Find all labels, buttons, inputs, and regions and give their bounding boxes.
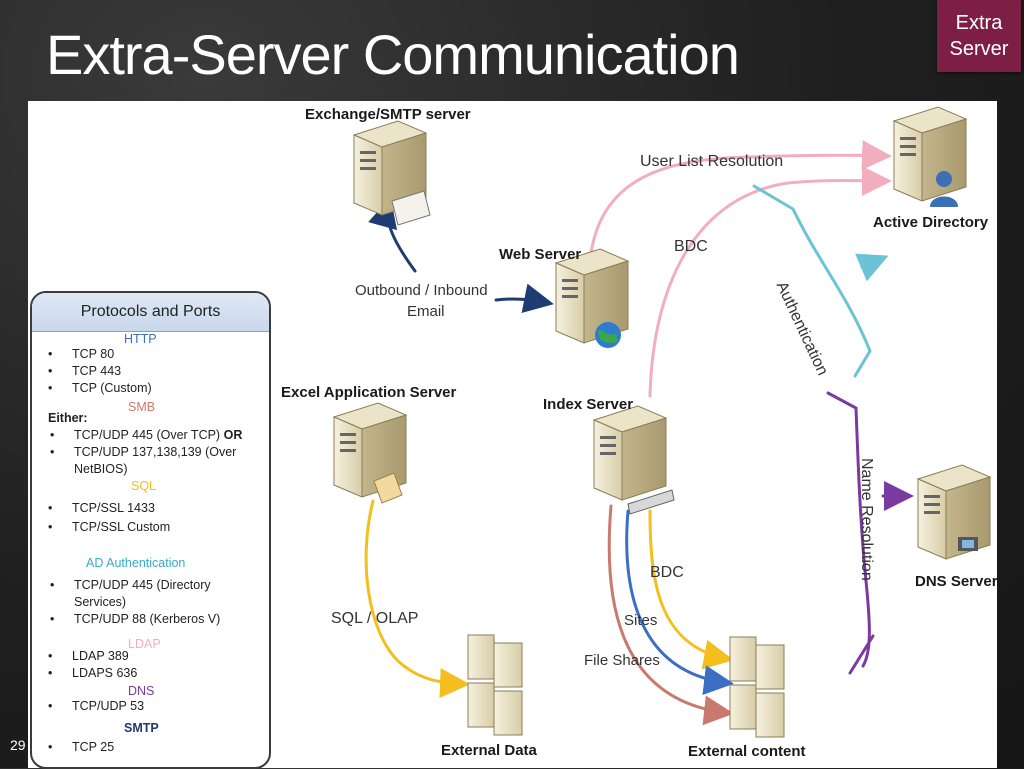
email-label: Email (407, 303, 445, 320)
legend-ad-item-2: TCP/UDP 88 (Kerberos V) (50, 612, 220, 626)
legend-http-label: HTTP (124, 332, 157, 346)
section-tag-line1: Extra (955, 12, 1003, 34)
bdc-bottom-label: BDC (650, 564, 684, 581)
legend-ldap-item-1: LDAP 389 (48, 649, 129, 663)
name-resolution-label: Name Resolution (858, 458, 875, 581)
flow-email-to-web (494, 283, 554, 314)
flow-name-resolution-bottom (848, 634, 875, 675)
legend-smtp-label: SMTP (124, 721, 159, 735)
flow-user-list-resolution (589, 140, 892, 255)
outbound-inbound-label: Outbound / Inbound (355, 282, 488, 299)
legend-smb-item-2-cont: NetBIOS) (74, 462, 128, 476)
flow-authentication-arrow (855, 253, 889, 282)
index-server-icon (592, 405, 675, 515)
legend-smb-label: SMB (128, 400, 156, 414)
legend-dns-item-1: TCP/UDP 53 (48, 699, 144, 713)
index-server-label: Index Server (543, 396, 634, 413)
sites-label: Sites (624, 612, 658, 629)
legend-smb-either: Either: (48, 411, 88, 425)
diagram-panel: Exchange/SMTP server Web Server Active D… (28, 101, 998, 769)
slide-number: 29 (10, 737, 26, 753)
flow-bdc-to-ad (648, 165, 892, 398)
file-shares-label: File Shares (584, 652, 660, 669)
active-directory-server-icon (892, 106, 968, 207)
excel-server-label: Excel Application Server (281, 384, 457, 401)
sql-olap-label: SQL / OLAP (331, 610, 419, 627)
bdc-top-label: BDC (674, 238, 708, 255)
legend-title: Protocols and Ports (32, 293, 269, 332)
legend-ad-item-1-cont: Services) (74, 595, 127, 609)
dns-server-label: DNS Server (915, 573, 998, 590)
legend-http-item-1: TCP 80 (48, 347, 114, 361)
legend-ad-label: AD Authentication (86, 556, 186, 570)
legend-smb-item-1: TCP/UDP 445 (Over TCP) OR (50, 428, 243, 442)
exchange-server-icon (352, 120, 431, 226)
external-content-label: External content (688, 743, 806, 760)
legend-ldap-label: LDAP (128, 637, 161, 651)
exchange-server-label: Exchange/SMTP server (305, 106, 471, 123)
section-tag: Extra Server (937, 0, 1021, 72)
flow-file-shares (607, 504, 734, 726)
web-server-icon (554, 248, 630, 348)
user-list-resolution-label: User List Resolution (640, 153, 784, 170)
legend-http-item-2: TCP 443 (48, 364, 121, 378)
legend-smb-item-1-or: OR (223, 428, 243, 442)
legend-sql-item-1: TCP/SSL 1433 (48, 501, 155, 515)
excel-server-icon (332, 402, 408, 504)
legend-smb-item-1-text: TCP/UDP 445 (Over TCP) (74, 428, 221, 442)
legend-ad-item-1: TCP/UDP 445 (Directory (50, 578, 211, 592)
dns-server-icon (916, 464, 992, 560)
legend-http-item-3: TCP (Custom) (48, 381, 152, 395)
external-data-icon (467, 634, 523, 736)
legend-smb-item-2: TCP/UDP 137,138,139 (Over (50, 445, 236, 459)
flow-sites (625, 509, 734, 696)
external-content-icon (729, 636, 785, 738)
flow-authentication (752, 184, 872, 378)
slide-title: Extra-Server Communication (46, 23, 740, 86)
legend-sql-label: SQL (131, 479, 157, 493)
web-server-label: Web Server (499, 246, 582, 263)
legend-dns-label: DNS (128, 684, 155, 698)
section-tag-line2: Server (949, 38, 1009, 60)
flow-bdc-external (648, 509, 734, 670)
legend-ldap-item-2: LDAPS 636 (48, 666, 137, 680)
legend-sql-item-2: TCP/SSL Custom (48, 520, 170, 534)
external-data-label: External Data (441, 742, 537, 759)
active-directory-label: Active Directory (873, 214, 989, 231)
legend-smtp-item-1: TCP 25 (48, 740, 114, 754)
flow-sql-olap (364, 499, 470, 699)
